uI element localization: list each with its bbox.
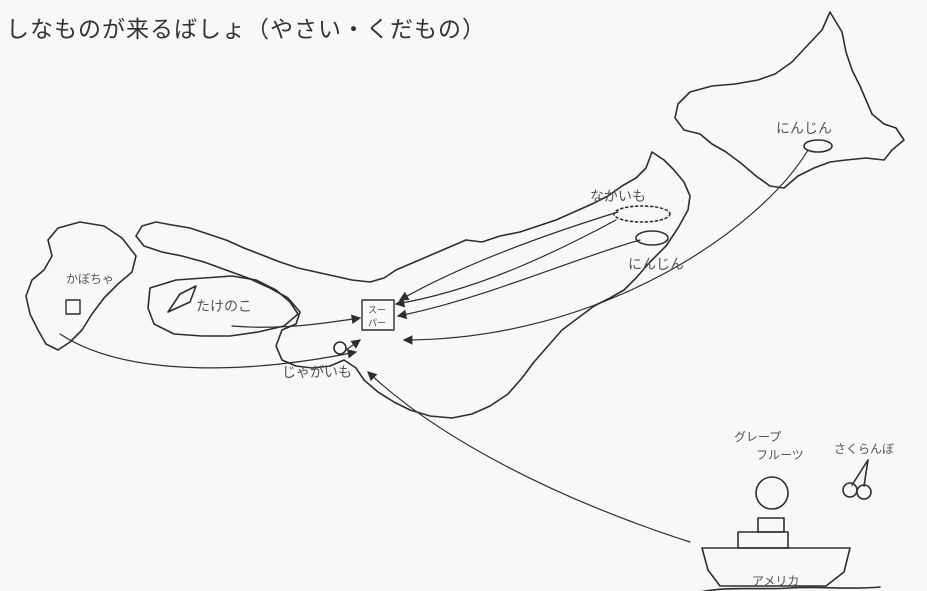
arrow-takenoko xyxy=(231,314,362,328)
page-title: しなものが来るばしょ（やさい・くだもの） xyxy=(6,17,486,43)
kabocha-field xyxy=(65,299,81,315)
shikoku-outline xyxy=(147,275,299,337)
cherry-drawing xyxy=(842,459,872,500)
takenoko-field xyxy=(167,285,197,313)
label-america: アメリカ xyxy=(752,574,800,588)
label-jagaimo: じゃがいも xyxy=(282,365,352,381)
kyushu-outline xyxy=(25,221,137,351)
supermarket-box xyxy=(361,299,395,331)
label-kabocha: かぼちゃ xyxy=(66,272,115,286)
label-carrot-hokkaido: にんじん xyxy=(776,121,832,137)
label-sakuranbo: さくらんぼ xyxy=(834,442,895,456)
hokkaido-outline xyxy=(674,11,905,189)
label-supermarket-line2: パー xyxy=(368,319,387,329)
grapefruit-drawing xyxy=(755,476,789,510)
carrot-field-tohoku xyxy=(635,230,669,246)
arrow-jagaimo xyxy=(345,339,361,351)
label-carrot-tohoku: にんじん xyxy=(628,257,684,273)
label-supermarket-line1: スー xyxy=(368,306,387,316)
label-nagaimo: ながいも xyxy=(590,189,646,205)
arrow-america xyxy=(367,371,691,543)
arrow-hokkaido-carrot xyxy=(402,149,809,345)
nagaimo-field xyxy=(613,205,671,223)
ship-drawing xyxy=(701,517,881,591)
label-takenoko: たけのこ xyxy=(196,299,252,315)
label-grapefruit-line1: グレープ xyxy=(734,430,782,444)
label-grapefruit-line2: フルーツ xyxy=(756,448,804,462)
jagaimo-field xyxy=(333,341,347,355)
arrow-nagaimo-2 xyxy=(394,219,617,308)
carrot-field-hokkaido xyxy=(803,139,833,153)
arrow-kabocha xyxy=(59,333,358,369)
arrow-tohoku-carrot xyxy=(396,239,641,320)
arrow-nagaimo-1 xyxy=(398,211,619,301)
